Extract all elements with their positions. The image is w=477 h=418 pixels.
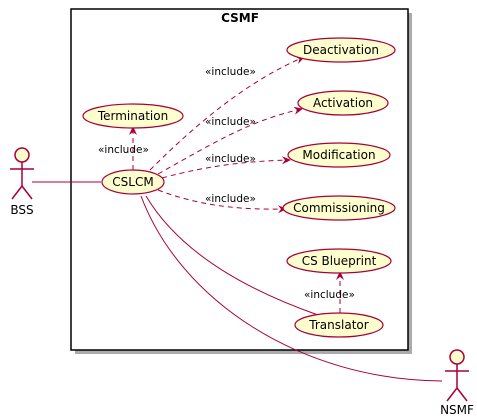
- actor-bss-label: BSS: [10, 203, 33, 217]
- usecase-cslcm-label: CSLCM: [112, 175, 153, 189]
- usecase-cs-blueprint[interactable]: CS Blueprint: [286, 248, 392, 274]
- usecase-deactivation-label: Deactivation: [303, 43, 379, 57]
- usecase-modification[interactable]: Modification: [287, 142, 391, 168]
- actor-bss-icon: [10, 147, 34, 200]
- actor-bss[interactable]: BSS: [10, 147, 34, 217]
- system-title: CSMF: [221, 11, 259, 25]
- actor-nsmf[interactable]: NSMF: [440, 349, 474, 417]
- usecase-cs-blueprint-label: CS Blueprint: [302, 254, 377, 268]
- usecase-commissioning[interactable]: Commissioning: [282, 195, 396, 221]
- usecase-modification-label: Modification: [302, 148, 375, 162]
- usecase-commissioning-label: Commissioning: [293, 201, 385, 215]
- include-label-commissioning: «include»: [205, 193, 256, 205]
- usecase-deactivation[interactable]: Deactivation: [286, 37, 396, 63]
- usecase-termination[interactable]: Termination: [82, 103, 184, 129]
- include-label-deactivation: «include»: [205, 66, 256, 78]
- usecase-cslcm[interactable]: CSLCM: [101, 169, 165, 195]
- include-arrow-deactivation: [149, 56, 305, 171]
- include-arrow-activation: [157, 106, 303, 175]
- association-cslcm-translator: [145, 195, 319, 316]
- usecase-translator-label: Translator: [308, 318, 368, 332]
- include-label-blueprint: «include»: [304, 289, 355, 301]
- association-cslcm-nsmf: [140, 195, 443, 382]
- include-label-termination: «include»: [98, 144, 149, 156]
- include-label-activation: «include»: [205, 116, 256, 128]
- actor-nsmf-label: NSMF: [440, 403, 474, 417]
- include-label-modification: «include»: [205, 153, 256, 165]
- usecase-activation-label: Activation: [313, 96, 373, 110]
- include-arrow-commissioning: [157, 189, 287, 214]
- actor-nsmf-icon: [445, 349, 469, 402]
- usecase-translator[interactable]: Translator: [294, 312, 384, 338]
- usecase-termination-label: Termination: [97, 109, 168, 123]
- usecase-activation[interactable]: Activation: [297, 90, 389, 116]
